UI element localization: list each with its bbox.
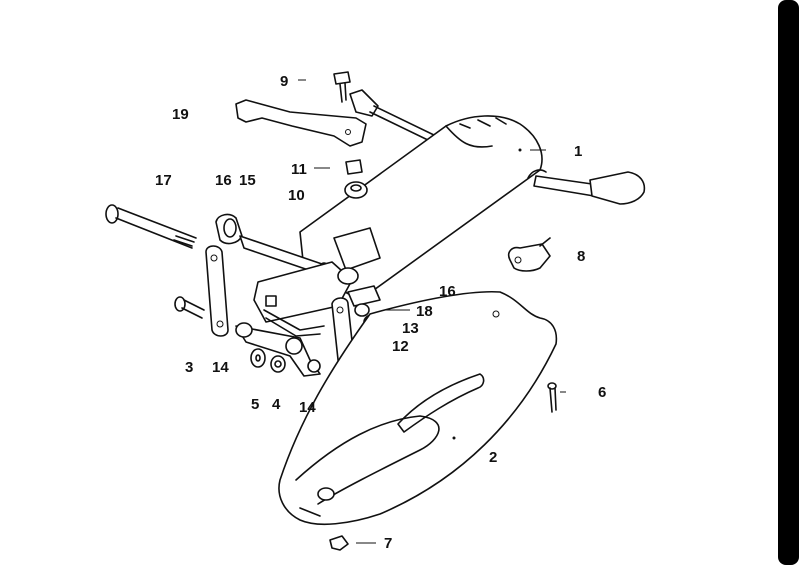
label-8: 8 — [577, 248, 585, 265]
label-10: 10 — [288, 187, 305, 204]
part-10-washer — [344, 181, 368, 199]
part-11-bushing — [345, 159, 363, 175]
part-3-bolt — [174, 296, 205, 319]
page-edge-bar — [778, 0, 799, 565]
label-11: 11 — [291, 161, 307, 178]
label-14b: 14 — [299, 399, 316, 416]
part-18-washer — [354, 303, 370, 317]
lower-linkage — [235, 322, 321, 377]
part-16-bushing — [215, 213, 243, 245]
label-18: 18 — [416, 303, 433, 320]
label-16a: 16 — [215, 172, 232, 189]
part-9-bolt — [333, 71, 351, 103]
label-16b: 16 — [439, 283, 456, 300]
part-4-nut — [270, 355, 286, 373]
part-2-lower-shroud — [278, 290, 558, 526]
part-6-screw — [547, 382, 557, 413]
label-5: 5 — [251, 396, 259, 413]
part-8-plate — [507, 237, 551, 272]
label-2: 2 — [489, 449, 497, 466]
label-3: 3 — [185, 359, 193, 376]
label-12: 12 — [392, 338, 409, 355]
label-9: 9 — [280, 73, 288, 90]
part-labels: 1 2 3 4 5 6 7 8 9 10 11 12 13 14 14 15 1… — [155, 73, 606, 552]
label-19: 19 — [172, 106, 189, 123]
label-4: 4 — [272, 396, 281, 413]
label-14a: 14 — [212, 359, 229, 376]
leader-lines — [298, 79, 566, 544]
label-7: 7 — [384, 535, 392, 552]
part-5-washer — [250, 348, 266, 368]
part-17-long-bolt — [105, 204, 197, 249]
mount-bracket-assembly — [253, 227, 381, 337]
part-7-clip — [329, 535, 349, 551]
label-1: 1 — [574, 143, 582, 160]
label-17: 17 — [155, 172, 172, 189]
label-13: 13 — [402, 320, 419, 337]
part-19-bracket — [235, 99, 367, 147]
lever-arm — [349, 89, 437, 143]
label-6: 6 — [598, 384, 606, 401]
label-15: 15 — [239, 172, 256, 189]
part-14-link-left — [205, 245, 229, 337]
